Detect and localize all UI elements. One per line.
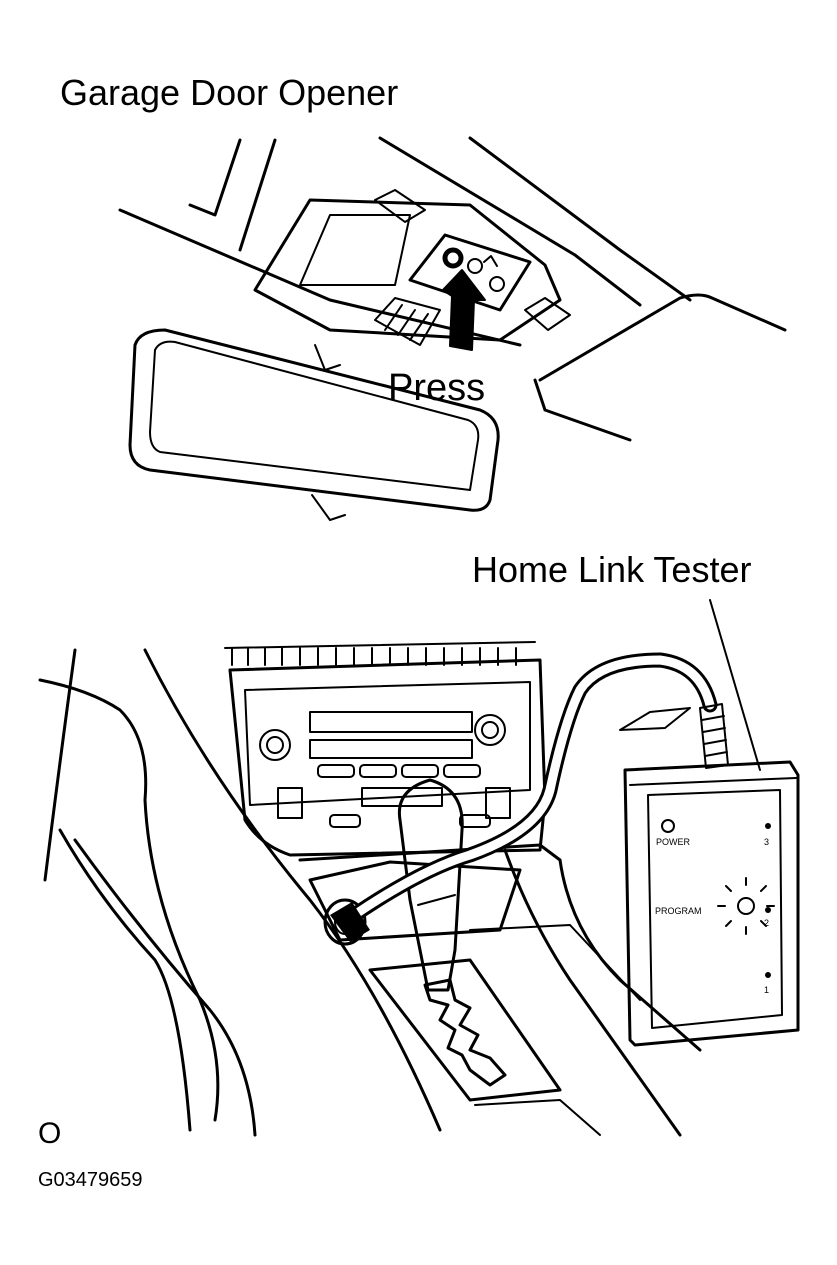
channel-2-label: 2 <box>764 918 769 928</box>
press-arrow <box>442 269 486 351</box>
sun-visor <box>533 293 787 442</box>
tester-leader-line <box>709 599 761 771</box>
channel-2-led-icon <box>765 907 771 913</box>
tester-labels: POWER PROGRAM 3 2 1 <box>655 837 769 995</box>
power-label: POWER <box>656 837 691 847</box>
program-button-icon <box>717 877 775 935</box>
power-led-icon <box>661 819 675 833</box>
corner-mark: O <box>38 1117 62 1150</box>
figure-code: G03479659 <box>38 1169 143 1191</box>
program-label: PROGRAM <box>655 906 702 916</box>
press-label: Press <box>388 367 486 409</box>
tester-label: Home Link Tester <box>472 549 752 590</box>
overhead-console <box>118 136 692 347</box>
channel-3-label: 3 <box>764 837 769 847</box>
center-console <box>38 641 702 1137</box>
figure-title: Garage Door Opener <box>60 72 399 113</box>
channel-3-led-icon <box>765 823 771 829</box>
rearview-mirror <box>128 328 500 521</box>
home-link-tester <box>623 760 800 1047</box>
channel-1-label: 1 <box>764 985 769 995</box>
channel-1-led-icon <box>765 972 771 978</box>
